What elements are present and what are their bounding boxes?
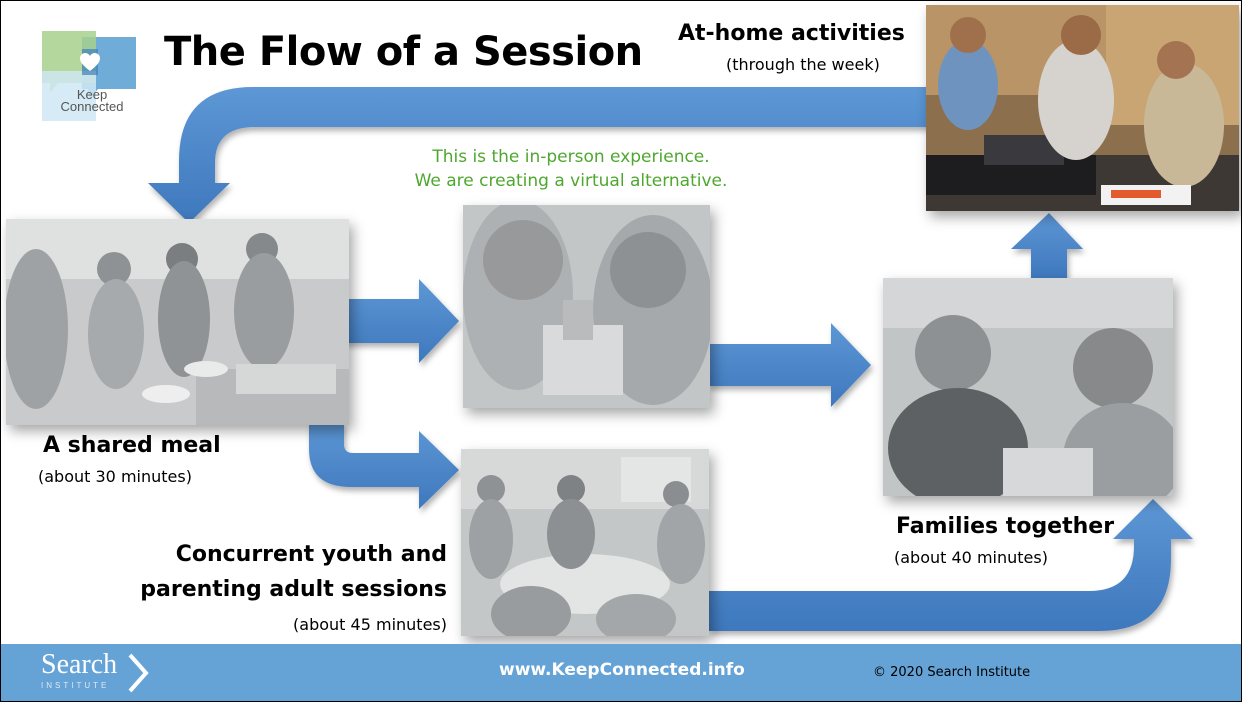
keep-connected-logo: Keep Connected xyxy=(38,27,140,123)
families-together-duration: (about 40 minutes) xyxy=(894,548,1048,567)
note-line-2: We are creating a virtual alternative. xyxy=(414,171,728,191)
concurrent-sessions-duration: (about 45 minutes) xyxy=(293,615,447,634)
at-home-duration: (through the week) xyxy=(726,55,880,74)
arrow-home-to-meal xyxy=(148,87,931,223)
shared-meal-duration: (about 30 minutes) xyxy=(38,467,192,486)
copyright-text: © 2020 Search Institute xyxy=(873,665,1031,680)
brand-name: Search xyxy=(41,649,118,680)
shared-meal-label: A shared meal xyxy=(43,433,221,458)
concurrent-sessions-label-line-2: parenting adult sessions xyxy=(140,577,447,602)
family-cooking-at-home-photo xyxy=(926,5,1239,211)
at-home-label: At-home activities xyxy=(678,21,905,46)
arrow-meal-to-building xyxy=(344,279,459,363)
footer-bar xyxy=(1,644,1241,701)
youths-building-activity-photo xyxy=(463,205,710,408)
families-together-label: Families together xyxy=(896,514,1115,539)
chevron-right-icon xyxy=(128,653,149,693)
heart-speech-bubble-icon xyxy=(42,31,136,121)
group-discussion-at-table-photo xyxy=(461,449,709,636)
people-sharing-a-meal-photo xyxy=(6,219,349,425)
logo-text-connected: Connected xyxy=(60,99,124,114)
note-line-1: This is the in-person experience. xyxy=(432,147,710,167)
concurrent-sessions-label-line-1: Concurrent youth and xyxy=(175,542,447,567)
arrow-families-to-home xyxy=(1011,213,1083,279)
arrow-discussion-to-families xyxy=(709,499,1193,631)
in-person-note: This is the in-person experience. We are… xyxy=(371,145,771,193)
families-together-photo xyxy=(883,278,1173,496)
arrow-building-to-families xyxy=(708,323,871,407)
logo-text-keep: Keep xyxy=(76,87,108,102)
footer-url-link[interactable]: www.KeepConnected.info xyxy=(499,660,745,680)
brand-subtitle: INSTITUTE xyxy=(41,681,110,690)
search-institute-logo[interactable]: Search xyxy=(41,649,117,681)
arrow-meal-to-discussion xyxy=(309,423,459,509)
page-title: The Flow of a Session xyxy=(164,29,643,75)
